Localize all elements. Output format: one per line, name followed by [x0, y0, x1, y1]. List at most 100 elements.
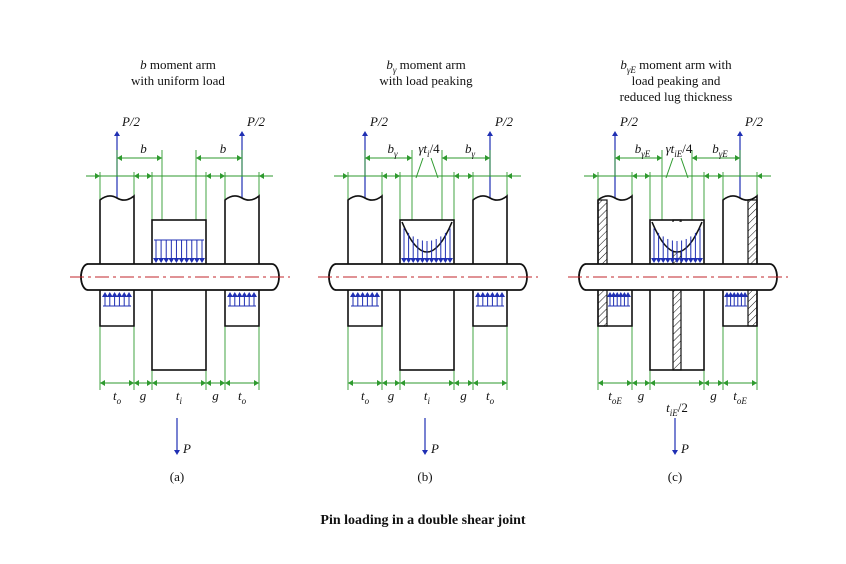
leader-right [680, 157, 689, 179]
dim-to-right-arrow-right [502, 380, 507, 386]
dim-to-left-top-arrow-right [632, 173, 637, 179]
lug-right-hatched-zone [747, 199, 758, 327]
lug-left-load-arrowhead [359, 292, 366, 297]
dim-b-left-arrow-left [615, 155, 620, 161]
dim-to-right [723, 380, 757, 386]
label-to-right-subscript: o [490, 396, 495, 406]
pin [568, 263, 788, 291]
dim-to-left-arrow-right [377, 380, 382, 386]
dim-ti-top [636, 173, 718, 179]
peaked-load-arrowhead [419, 258, 426, 263]
label-to-right-symbol: t [238, 388, 242, 403]
title-line-1: b moment arm [140, 57, 216, 72]
uniform-load-arrowhead [168, 258, 175, 263]
force-down-label: P [430, 441, 439, 456]
dim-b-left [365, 155, 412, 161]
dim-to-left-top-arrow-left [95, 173, 100, 179]
lug-right-bearing-load [475, 292, 505, 307]
dim-to-right-top [709, 173, 771, 179]
lug-left [347, 194, 383, 327]
dim-b-left-label-subscript: γE [641, 149, 651, 159]
dim-g-right [704, 380, 723, 386]
dim-b-left-arrow-left [117, 155, 122, 161]
force-left-head [114, 131, 120, 136]
dim-to-left-top [86, 173, 148, 179]
label-to-right: to [238, 388, 247, 406]
peaked-load-arrowhead [669, 258, 676, 263]
lug-left-outline [347, 194, 383, 327]
lug-right-load-arrowhead [479, 292, 486, 297]
uniform-load-arrowhead [199, 258, 205, 263]
label-to-left-subscript: oE [612, 396, 623, 406]
peaked-load-arrowhead [692, 258, 699, 263]
dim-b-right-label: bγ [465, 141, 476, 159]
title-subscript: γE [627, 65, 637, 75]
lug-left-load-arrowhead [111, 292, 118, 297]
dim-to-right [225, 380, 259, 386]
dim-ti [650, 380, 704, 386]
title-symbol: b [620, 57, 627, 72]
force-down-label: P [182, 441, 191, 456]
lug-left-load-arrowhead [350, 292, 356, 297]
lug-left-outline [99, 194, 135, 327]
dim-to-left-top-arrow-left [343, 173, 348, 179]
dim-to-right-arrow-right [752, 380, 757, 386]
dim-to-left-top-arrow-right [382, 173, 387, 179]
dim-g-right-arrow-right [718, 380, 723, 386]
label-ti-symbol: t [176, 388, 180, 403]
label-to-left: to [361, 388, 370, 406]
peaked-load-arrowhead [401, 258, 407, 263]
dim-ti [152, 380, 206, 386]
dim-g-right-arrow-right [220, 380, 225, 386]
lug-right-load-arrowhead [742, 292, 748, 297]
dim-to-left-arrow-left [348, 380, 353, 386]
dim-b-right-arrow-left [196, 155, 201, 161]
dim-g-left-arrow-left [632, 380, 637, 386]
dim-b-right [442, 155, 490, 161]
leader-left [665, 157, 674, 179]
dim-ti-top-arrow-right [704, 173, 709, 179]
dim-ti-arrow-right [449, 380, 454, 386]
dim-b-left-arrow-right [157, 155, 162, 161]
lug-left-load-arrowhead [369, 292, 376, 297]
dim-center-label: γti/4 [418, 141, 440, 159]
panel-label: (c) [668, 469, 682, 484]
dim-g-right-arrow-left [454, 380, 459, 386]
label-g-right: g [710, 388, 717, 403]
peaked-load-arrowhead [442, 258, 449, 263]
dim-ti-top-arrow-right [454, 173, 459, 179]
lug-right-load-arrowhead [236, 292, 243, 297]
dim-center-label: γtiE/4 [666, 141, 693, 159]
peaked-load-arrowhead [414, 258, 421, 263]
dim-to-right-arrow-left [225, 380, 230, 386]
lug-right-load-arrowhead [484, 292, 491, 297]
lug-left-load-arrowhead [364, 292, 371, 297]
peaked-load-arrowhead [683, 258, 690, 263]
label-g-left: g [388, 388, 395, 403]
label-to-left-symbol: t [113, 388, 117, 403]
title-rest: moment arm with [636, 57, 732, 72]
lug-right [224, 194, 260, 327]
lug-right-load-arrowhead [246, 292, 253, 297]
force-right-label: P/2 [494, 114, 514, 129]
uniform-load-arrowhead [183, 258, 190, 263]
dim-to-left-arrow-right [627, 380, 632, 386]
lug-left [597, 194, 633, 327]
inner-load-distribution [651, 221, 703, 263]
dim-b-left [615, 155, 662, 161]
dim-ti-top-arrow-left [645, 173, 650, 179]
peaked-load-arrowhead [655, 258, 662, 263]
lug-right-load-arrowhead [227, 292, 233, 297]
dim-ti-arrow-left [152, 380, 157, 386]
lug-left-hatched-zone [597, 199, 608, 327]
lug-right-bearing-load [724, 292, 748, 307]
lug-left-load-arrowhead [354, 292, 361, 297]
dim-g-right [454, 380, 473, 386]
label-to-left-symbol: t [361, 388, 365, 403]
title-line-1: bγE moment arm with [620, 57, 732, 75]
label-to-left: toE [608, 388, 622, 406]
force-down-label: P [680, 441, 689, 456]
